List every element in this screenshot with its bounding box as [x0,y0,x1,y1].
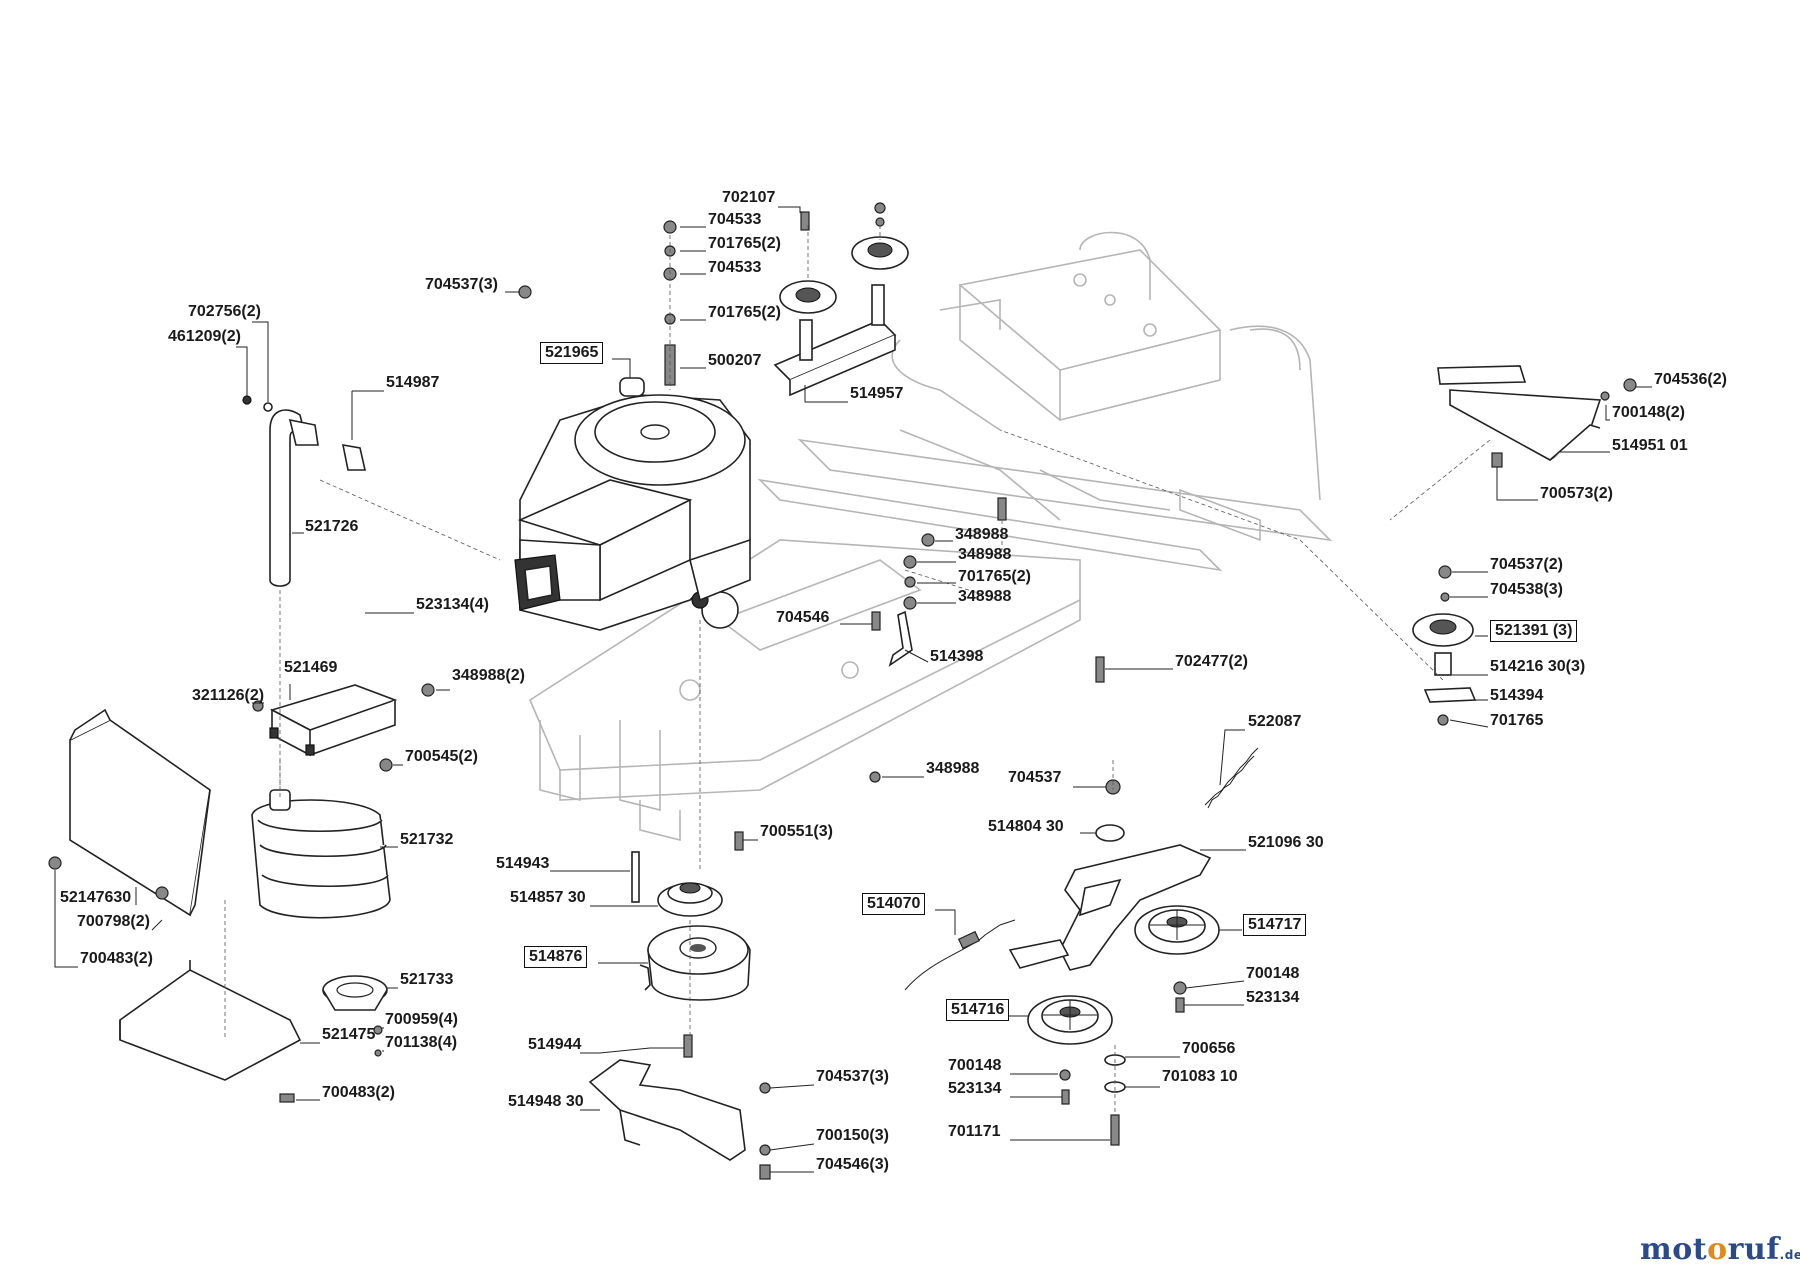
part-label-514957: 514957 [850,385,904,402]
part-label-500207: 500207 [708,352,762,369]
part-label-523134-4: 523134(4) [416,596,489,613]
part-label-348988: 348988 [958,588,1012,605]
part-label-521096-30: 521096 30 [1248,834,1324,851]
clutch-cable-514070 [904,919,1016,991]
part-label-704537-2: 704537(2) [1490,556,1563,573]
part-label-701765-2: 701765(2) [958,568,1031,585]
pulley-514857-30 [657,882,723,917]
engine-521965 [514,377,751,631]
part-label-521726: 521726 [305,518,359,535]
part-label-514070: 514070 [862,893,926,915]
part-label-514943: 514943 [496,855,550,872]
part-label-52147630: 52147630 [60,889,132,906]
exhaust-pipe-521726 [242,395,367,587]
part-label-704536-2: 704536(2) [1654,371,1727,388]
part-label-321126-2: 321126(2) [192,687,265,704]
part-label-514804-30: 514804 30 [988,818,1064,835]
part-label-521965: 521965 [540,342,604,364]
electric-clutch-514876 [639,925,751,1001]
rear-bracket-514951-01 [1437,365,1637,468]
logo-text-part-a: mot [1640,1232,1708,1267]
part-label-701765-2: 701765(2) [708,304,781,321]
part-label-523134: 523134 [948,1080,1002,1097]
v-pulley-514717 [1134,905,1220,1013]
idler-pulley-521391 [1412,565,1477,726]
logo-tld: .de [1779,1248,1800,1262]
part-label-348988-2: 348988(2) [452,667,525,684]
part-label-700150-3: 700150(3) [816,1127,889,1144]
motoruf-logo: motoruf.de [1640,1232,1800,1267]
part-label-348988: 348988 [958,546,1012,563]
part-label-700148: 700148 [948,1057,1002,1074]
part-label-700798-2: 700798(2) [77,913,150,930]
part-label-514876: 514876 [524,946,588,968]
logo-text-part-c: ruf [1727,1232,1780,1267]
part-label-514987: 514987 [386,374,440,391]
part-label-701765-2: 701765(2) [708,235,781,252]
part-label-700483-2: 700483(2) [322,1084,395,1101]
idler-arm-521096-30 [1008,779,1212,971]
part-label-461209-2: 461209(2) [168,328,241,345]
part-label-514716: 514716 [946,999,1010,1021]
part-label-348988: 348988 [926,760,980,777]
part-label-348988: 348988 [955,526,1009,543]
part-label-704537: 704537 [1008,769,1062,786]
part-label-700656: 700656 [1182,1040,1236,1057]
part-label-702756-2: 702756(2) [188,303,261,320]
bottom-heat-shield-521475 [119,960,302,1103]
part-label-704546-3: 704546(3) [816,1156,889,1173]
v-pulley-514716 [1027,995,1126,1146]
part-label-701171: 701171 [948,1123,1001,1140]
assembly-dash-lines [224,225,1491,1115]
part-label-521733: 521733 [400,971,454,988]
part-label-521391-3: 521391 (3) [1490,620,1578,642]
part-label-700148-2: 700148(2) [1612,404,1685,421]
idler-pulley-bracket-514957 [518,202,909,397]
part-label-700959-4: 700959(4) [385,1011,458,1028]
part-label-514717: 514717 [1243,914,1307,936]
part-label-704537-3: 704537(3) [425,276,498,293]
part-label-700573-2: 700573(2) [1540,485,1613,502]
part-label-704533: 704533 [708,259,762,276]
part-label-514398: 514398 [930,648,984,665]
spring-522087 [1204,747,1259,809]
part-label-514216-30-3: 514216 30(3) [1490,658,1586,675]
muffler-bracket-521469 [252,683,435,772]
logo-text-part-b: o [1707,1232,1728,1267]
part-label-700148: 700148 [1246,965,1300,982]
part-label-514944: 514944 [528,1036,582,1053]
part-label-700483-2: 700483(2) [80,950,153,967]
part-label-521732: 521732 [400,831,454,848]
chassis-frame-outline [528,231,1333,842]
part-label-523134: 523134 [1246,989,1300,1006]
part-label-704546: 704546 [776,609,830,626]
clutch-bracket-514948-30 [588,1034,771,1180]
part-label-514948-30: 514948 30 [508,1093,584,1110]
part-label-700545-2: 700545(2) [405,748,478,765]
leader-lines [54,206,1652,1173]
heat-shield-52147630 [48,708,211,917]
part-label-702107: 702107 [722,189,776,206]
part-label-514951-01: 514951 01 [1612,437,1688,454]
part-label-701765: 701765 [1490,712,1544,729]
part-label-700551-3: 700551(3) [760,823,833,840]
part-label-704533: 704533 [708,211,762,228]
part-label-521469: 521469 [284,659,338,676]
part-label-704537-3: 704537(3) [816,1068,889,1085]
muffler-521732 [251,789,391,919]
part-label-514394: 514394 [1490,687,1544,704]
part-label-521475: 521475 [322,1026,376,1043]
part-label-701138-4: 701138(4) [385,1034,458,1051]
exhaust-flange-521733 [322,975,388,1057]
part-label-522087: 522087 [1248,713,1302,730]
part-label-514857-30: 514857 30 [510,889,586,906]
center-hardware [631,497,1105,903]
part-label-702477-2: 702477(2) [1175,653,1248,670]
part-label-704538-3: 704538(3) [1490,581,1563,598]
part-label-701083-10: 701083 10 [1162,1068,1238,1085]
